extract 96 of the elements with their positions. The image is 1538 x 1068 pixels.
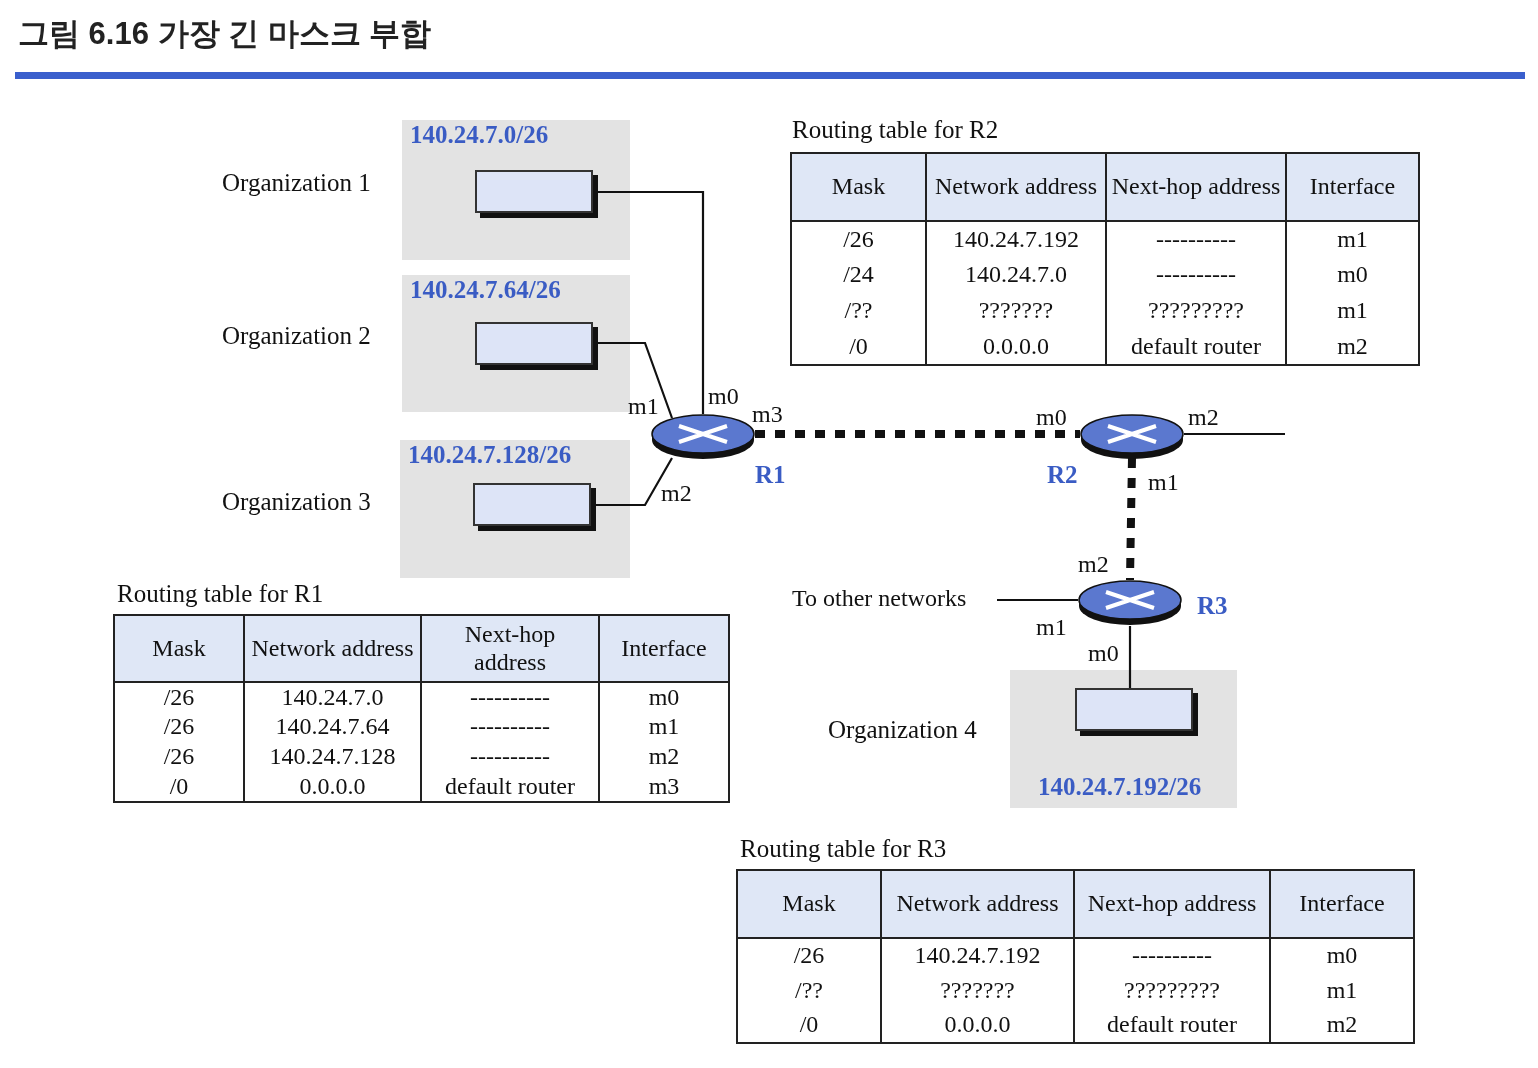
link-line [997, 598, 1078, 602]
table-cell: m0 [1270, 938, 1414, 973]
network-address: 140.24.7.192/26 [1038, 774, 1202, 799]
table-cell: 140.24.7.192 [881, 938, 1074, 973]
organization-label: Organization 3 [222, 489, 371, 514]
organization-label: Organization 1 [222, 170, 371, 195]
interface-label: m0 [708, 384, 739, 408]
network-box [1075, 688, 1198, 736]
interface-label: m1 [1036, 615, 1067, 639]
header-cell: Interface [1270, 870, 1414, 938]
network-box [475, 322, 598, 370]
router-icon [1078, 580, 1182, 626]
table-title: Routing table for R2 [792, 117, 999, 142]
table-cell: ---------- [1106, 221, 1286, 257]
network-box [473, 483, 596, 531]
table-cell: 140.24.7.0 [926, 257, 1106, 293]
header-cell: Interface [1286, 153, 1419, 221]
table-cell: /0 [737, 1008, 881, 1043]
interface-label: m1 [628, 394, 659, 418]
table-cell: 140.24.7.0 [244, 682, 421, 712]
table-cell: /26 [737, 938, 881, 973]
header-cell: Mask [114, 615, 244, 682]
interface-label: m1 [1148, 470, 1179, 494]
interface-label: m2 [1078, 552, 1109, 576]
interface-label: m0 [1036, 405, 1067, 429]
header-cell: Mask [737, 870, 881, 938]
network-address: 140.24.7.64/26 [410, 277, 561, 302]
table-cell: 0.0.0.0 [926, 329, 1106, 365]
table-cell: 0.0.0.0 [881, 1008, 1074, 1043]
table-cell: ????????? [1106, 293, 1286, 329]
interface-label: m2 [1188, 405, 1219, 429]
table-cell: 140.24.7.128 [244, 742, 421, 772]
header-cell: Network address [926, 153, 1106, 221]
table-cell: ---------- [421, 712, 599, 742]
table-cell: ??????? [926, 293, 1106, 329]
table-cell: /24 [791, 257, 926, 293]
header-cell: Network address [244, 615, 421, 682]
network-box [475, 170, 598, 218]
table-cell: ??????? [881, 973, 1074, 1008]
interface-label: m2 [661, 481, 692, 505]
table-title: Routing table for R3 [740, 836, 947, 861]
interface-label: m3 [752, 402, 783, 426]
table-cell: /26 [791, 221, 926, 257]
table-cell: 140.24.7.192 [926, 221, 1106, 257]
organization-label: Organization 2 [222, 323, 371, 348]
table-cell: default router [1074, 1008, 1270, 1043]
router-label: R1 [755, 462, 786, 487]
network-label: To other networks [792, 586, 997, 616]
table-cell: m1 [1286, 293, 1419, 329]
table-cell: m2 [1286, 329, 1419, 365]
table-cell: m2 [1270, 1008, 1414, 1043]
table-cell: /?? [791, 293, 926, 329]
header-cell: Interface [599, 615, 729, 682]
table-cell: default router [1106, 329, 1286, 365]
header-cell: Next-hop address [421, 615, 599, 682]
network-area [1010, 670, 1237, 808]
interface-label: m0 [1088, 641, 1119, 665]
table-cell: m1 [1286, 221, 1419, 257]
table-cell: 0.0.0.0 [244, 772, 421, 802]
table-cell: m1 [1270, 973, 1414, 1008]
table-cell: /26 [114, 682, 244, 712]
header-cell: Network address [881, 870, 1074, 938]
table-cell: /26 [114, 742, 244, 772]
table-cell: m2 [599, 742, 729, 772]
table-cell: /26 [114, 712, 244, 742]
organization-label: Organization 4 [828, 717, 977, 742]
figure-title: 그림 6.16 가장 긴 마스크 부합 [18, 18, 432, 49]
network-area [400, 440, 630, 578]
table-cell: /0 [791, 329, 926, 365]
table-cell: default router [421, 772, 599, 802]
table-cell: m0 [1286, 257, 1419, 293]
network-area [402, 275, 630, 412]
header-cell: Next-hop address [1106, 153, 1286, 221]
dashed-link [755, 430, 1080, 438]
link-line [1184, 432, 1285, 436]
table-cell: ---------- [421, 742, 599, 772]
table-cell: m1 [599, 712, 729, 742]
table-cell: m0 [599, 682, 729, 712]
router-icon [1080, 414, 1184, 460]
table-cell: /0 [114, 772, 244, 802]
table-cell: ---------- [1074, 938, 1270, 973]
router-label: R3 [1197, 593, 1228, 618]
network-area [402, 120, 630, 260]
network-address: 140.24.7.128/26 [408, 442, 572, 467]
link-line [1128, 626, 1132, 688]
table-cell: m3 [599, 772, 729, 802]
network-address: 140.24.7.0/26 [410, 122, 549, 147]
table-cell: ---------- [1106, 257, 1286, 293]
table-cell: /?? [737, 973, 881, 1008]
header-cell: Next-hop address [1074, 870, 1270, 938]
header-cell: Mask [791, 153, 926, 221]
table-title: Routing table for R1 [117, 581, 324, 606]
table-cell: ---------- [421, 682, 599, 712]
table-cell: ????????? [1074, 973, 1270, 1008]
table-cell: 140.24.7.64 [244, 712, 421, 742]
router-label: R2 [1047, 462, 1078, 487]
